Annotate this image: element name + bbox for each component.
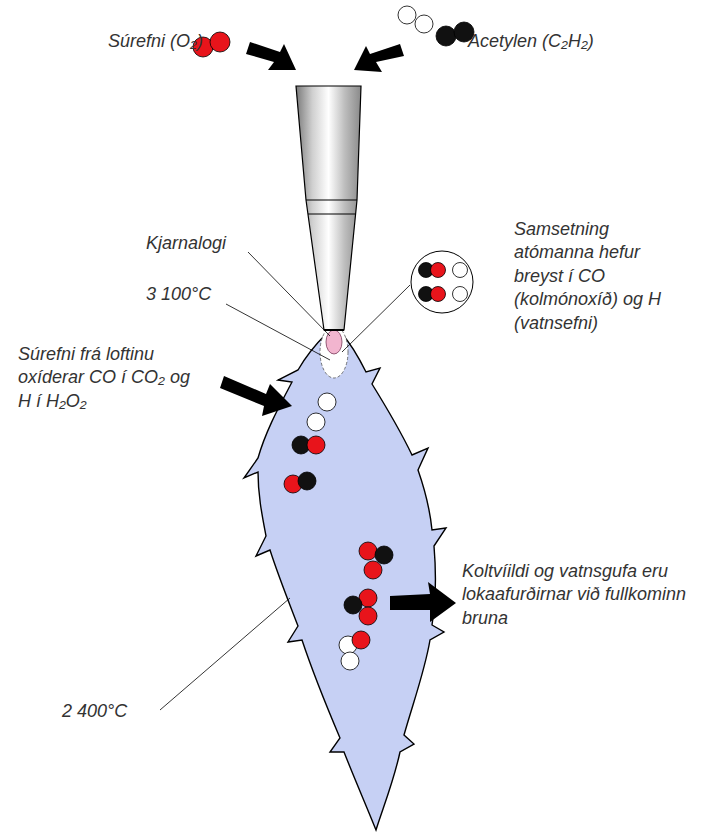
gas-label: Acetylen (C₂H₂) (468, 30, 594, 53)
gas-label: Súrefni (O₂) (108, 30, 203, 53)
air-arrow (220, 376, 292, 416)
callout-note: Koltvíildi og vatnsgufa eru lokaafurðirn… (462, 560, 700, 630)
inlet-arrow (246, 42, 296, 70)
leader-line (342, 285, 410, 352)
leader-line (160, 598, 290, 710)
torch-nozzle (296, 86, 361, 330)
inlet-arrow (354, 44, 404, 72)
nozzle-band (308, 214, 355, 215)
nozzle-tip (324, 329, 344, 331)
temperature-label: 3 100°C (146, 283, 211, 306)
leader-line (248, 252, 330, 336)
acetylene-molecule (398, 6, 474, 46)
temperature-label: 2 400°C (62, 700, 127, 723)
product-arrow (390, 582, 456, 622)
inner-cone (320, 326, 348, 378)
leader-line (226, 304, 330, 360)
part-label: Kjarnalogi (146, 232, 226, 255)
callout-note: Samsetning atómanna hefur breyst í CO (k… (514, 218, 694, 335)
flame-molecules (284, 393, 393, 670)
nozzle-band (306, 199, 357, 200)
inset-circle (411, 251, 473, 313)
core-flame (326, 330, 342, 354)
callout-note: Súrefni frá loftinu oxíderar CO í CO₂ og… (18, 343, 200, 413)
